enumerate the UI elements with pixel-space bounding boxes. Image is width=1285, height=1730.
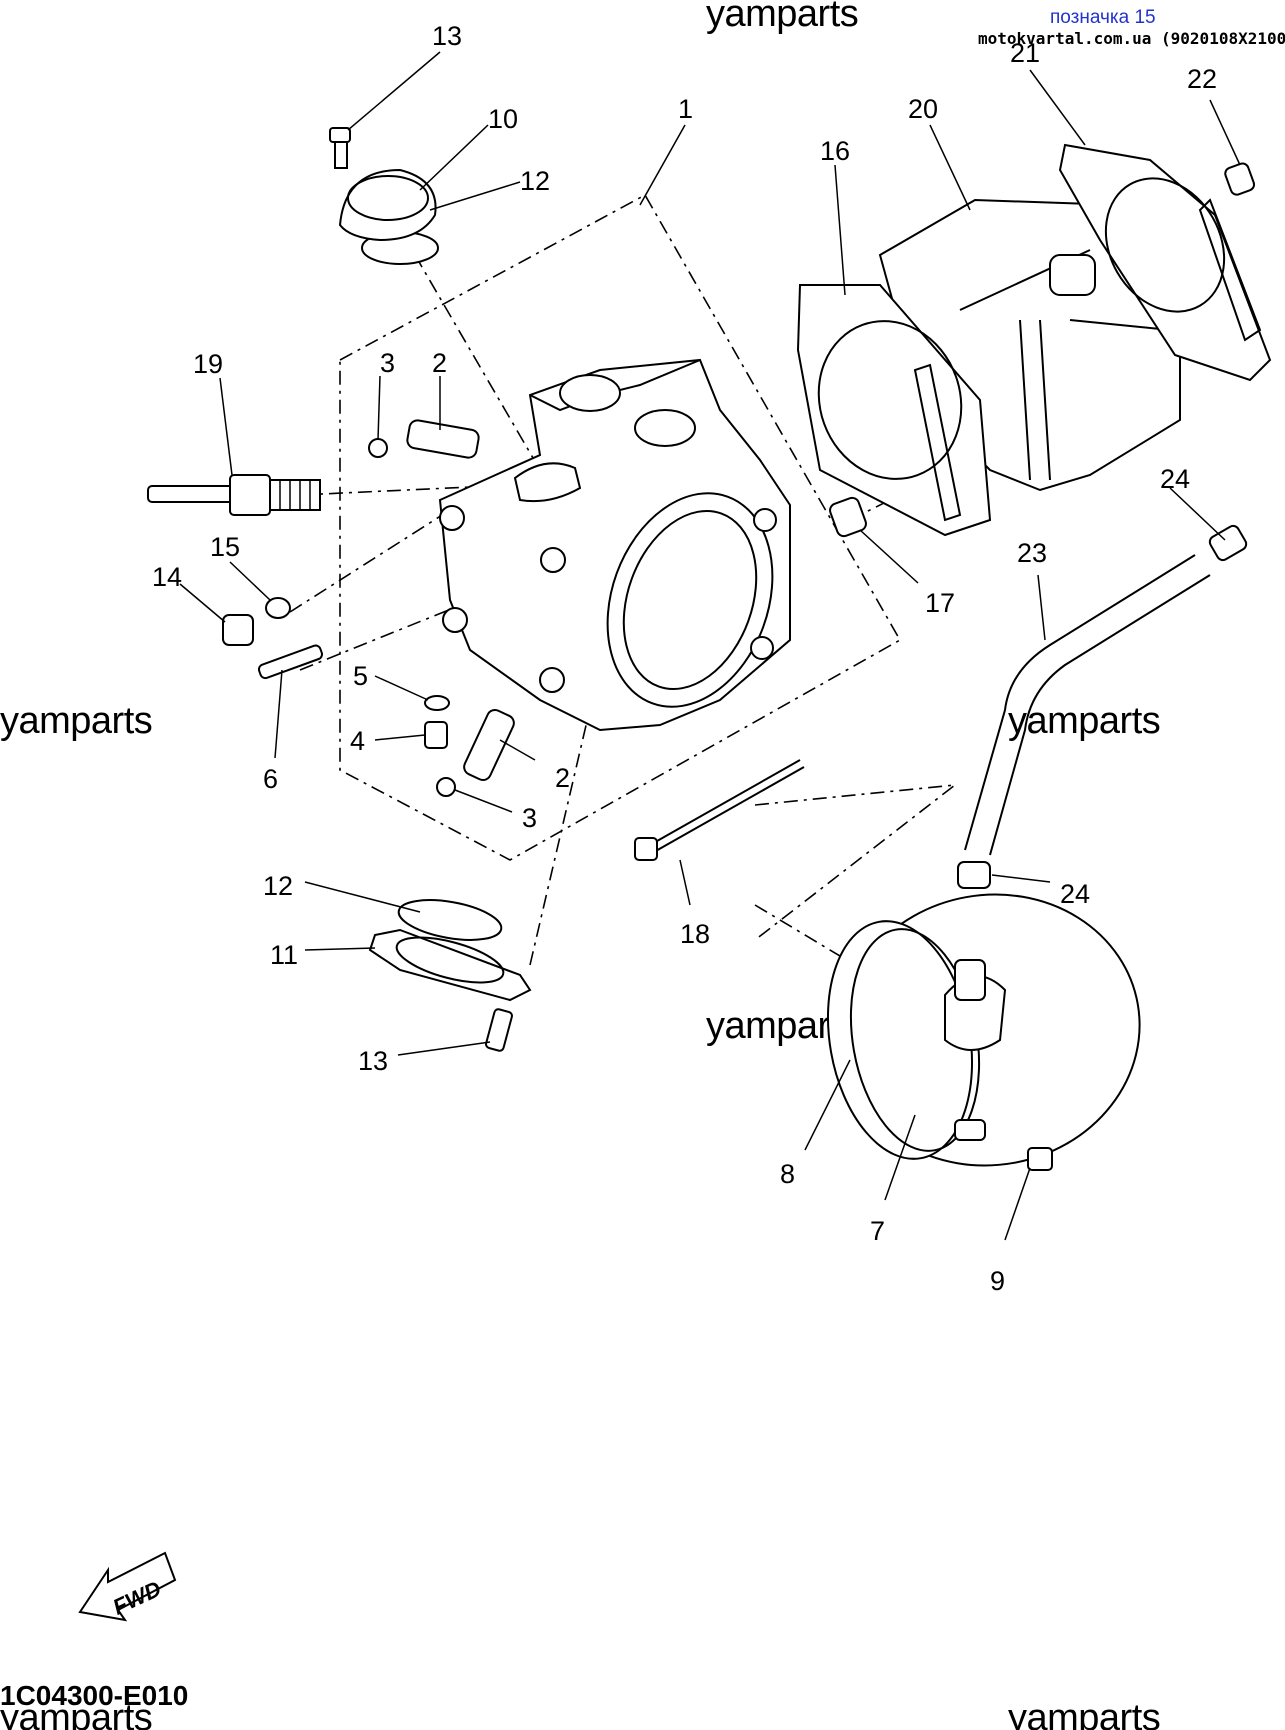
gasket <box>397 899 503 941</box>
callout: 17 <box>925 588 955 618</box>
callout: 16 <box>820 136 850 166</box>
callout: 9 <box>990 1266 1005 1296</box>
callout: 6 <box>263 764 278 794</box>
hose-clamp <box>957 861 991 889</box>
watermark: yamparts <box>1008 700 1160 742</box>
callout: 22 <box>1187 64 1217 94</box>
clip <box>436 777 456 797</box>
callout: 20 <box>908 94 938 124</box>
callout: 3 <box>522 803 537 833</box>
fwd-arrow-icon: FWD <box>78 1551 177 1622</box>
sleeve <box>463 708 515 782</box>
callout: 13 <box>358 1046 388 1076</box>
callout: 2 <box>432 348 447 378</box>
watermark: yamparts <box>0 1697 152 1730</box>
watermark: yamparts <box>0 700 152 742</box>
thermostat-cover-bottom <box>368 928 532 1002</box>
callout: 2 <box>555 763 570 793</box>
callout: 10 <box>488 104 518 134</box>
callout: 5 <box>353 661 368 691</box>
long-bolt <box>634 759 805 861</box>
callout: 11 <box>270 940 298 970</box>
header-note: позначка 15 <box>1050 7 1156 28</box>
dowel-pin <box>829 496 867 538</box>
washer <box>265 597 291 619</box>
callout: 24 <box>1160 464 1190 494</box>
callout: 7 <box>870 1216 885 1246</box>
bolt <box>1027 1147 1053 1171</box>
callout: 3 <box>380 348 395 378</box>
nut <box>222 614 254 646</box>
cylinder-head <box>438 358 791 732</box>
callout: 24 <box>1060 879 1090 909</box>
callout: 1 <box>678 94 693 124</box>
stud-bolt <box>257 644 323 680</box>
callout: 12 <box>263 871 293 901</box>
bolt <box>329 127 351 169</box>
watermark: yamparts <box>1008 1697 1160 1730</box>
bolt <box>485 1008 513 1052</box>
head-gasket <box>796 284 992 537</box>
callout: 8 <box>780 1159 795 1189</box>
diagram-code: 1C04300-E010 <box>0 1680 188 1711</box>
leader-lines <box>179 51 1241 1241</box>
callout: 18 <box>680 919 710 949</box>
header-site: motokvartal.com.ua (9020108X2100) <box>978 29 1285 48</box>
cylinder-gasket <box>1058 143 1272 382</box>
callout: 19 <box>193 349 223 379</box>
callout: 15 <box>210 532 240 562</box>
callout: 12 <box>520 166 550 196</box>
water-pump-housing <box>826 893 1141 1167</box>
callout: 14 <box>152 562 182 592</box>
callout: 21 <box>1010 38 1040 68</box>
callout-labels: 13 10 12 1 19 3 2 15 14 6 5 4 2 3 12 11 … <box>152 21 1217 1296</box>
hose <box>964 554 1211 856</box>
callout: 23 <box>1017 538 1047 568</box>
washer <box>424 695 450 711</box>
callout: 4 <box>350 726 365 756</box>
thermostat-cover-top <box>338 168 439 265</box>
spark-plug <box>147 474 321 516</box>
bolt <box>424 721 448 749</box>
clip <box>368 438 388 458</box>
callout: 13 <box>432 21 462 51</box>
watermark: yamparts <box>706 0 858 35</box>
sleeve <box>406 419 480 459</box>
dowel-pin <box>1224 162 1256 196</box>
